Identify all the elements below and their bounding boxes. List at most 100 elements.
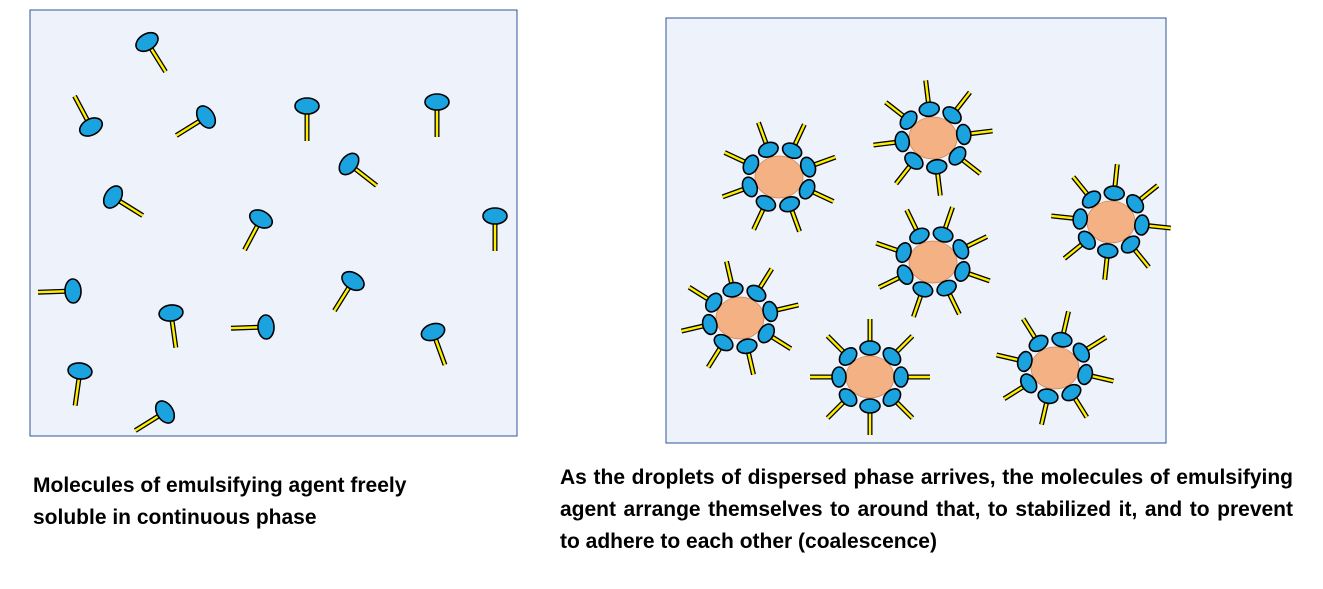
surfactant-molecule — [948, 146, 982, 176]
dispersed-phase-droplet — [754, 155, 804, 199]
hydrophilic-head — [1096, 243, 1119, 259]
dispersed-phase-droplet — [715, 296, 765, 340]
hydrophobic-tail — [134, 414, 160, 432]
free-molecules-group — [37, 31, 508, 433]
hydrophobic-tail — [812, 190, 834, 203]
hydrophilic-head — [154, 400, 176, 424]
droplets-group — [680, 80, 1171, 435]
surfactant-molecule — [825, 388, 858, 420]
hydrophilic-head — [341, 270, 365, 292]
surfactant-molecule — [721, 176, 759, 200]
panel-free-molecules — [29, 9, 518, 437]
hydrophilic-head — [954, 260, 971, 282]
hydrophilic-head — [831, 366, 847, 388]
surfactant-molecule — [102, 185, 145, 218]
hydrophobic-tail — [1090, 374, 1114, 383]
hydrophilic-head — [1077, 363, 1094, 386]
caption-stabilized-droplets: As the droplets of dispersed phase arriv… — [560, 466, 1293, 553]
hydrophobic-tail — [878, 276, 901, 289]
hydrophobic-tail — [1051, 214, 1075, 220]
hydrophilic-head — [896, 264, 914, 286]
surfactant-molecule — [1062, 230, 1097, 261]
surfactant-molecule — [736, 338, 758, 376]
hydrophobic-tail — [895, 400, 914, 419]
hydrophobic-tail — [793, 123, 806, 146]
surfactant-molecule — [746, 267, 774, 303]
hydrophobic-tail — [1072, 176, 1089, 196]
hydrophobic-tail — [936, 172, 942, 196]
hydrophilic-head — [882, 347, 902, 366]
hydrophilic-head — [78, 117, 104, 137]
surfactant-molecule — [1061, 383, 1089, 419]
hydrophobic-tail — [924, 80, 930, 104]
hydrophobic-tail — [943, 206, 954, 230]
surfactant-molecule — [894, 151, 924, 186]
surfactant-molecule — [424, 93, 450, 137]
hydrophilic-head — [736, 338, 758, 355]
hydrophilic-head — [893, 366, 909, 388]
surfactant-molecule — [338, 152, 379, 188]
hydrophobic-tail — [770, 335, 792, 350]
hydrophobic-tail — [1147, 224, 1171, 230]
hydrophobic-tail — [884, 101, 905, 118]
hydrophobic-tail — [996, 353, 1020, 362]
surfactant-molecule — [779, 196, 802, 233]
surfactant-molecule — [799, 154, 837, 178]
caption-free-molecules: Molecules of emulsifying agent freely so… — [33, 474, 407, 529]
hydrophobic-tail — [967, 272, 991, 283]
hydrophobic-tail — [1003, 385, 1025, 400]
hydrophilic-head — [948, 146, 967, 166]
surfactant-molecule — [230, 314, 275, 340]
hydrophobic-tail — [948, 292, 961, 315]
hydrophobic-tail — [826, 400, 845, 419]
hydrophilic-head — [294, 97, 320, 115]
stabilized-droplet — [680, 260, 800, 376]
surfactant-molecule — [882, 334, 915, 366]
hydrophilic-head — [1125, 194, 1145, 214]
hydrophobic-tail — [752, 208, 765, 231]
hydrophilic-head — [909, 227, 930, 245]
hydrophilic-head — [932, 226, 954, 243]
hydrophobic-tail — [1063, 243, 1084, 260]
surfactant-molecule — [294, 97, 320, 141]
hydrophilic-head — [67, 362, 93, 380]
surfactant-molecule — [687, 285, 723, 313]
hydrophilic-head — [158, 304, 184, 322]
hydrophilic-head — [713, 333, 734, 352]
hydrophobic-tail — [170, 319, 178, 348]
hydrophobic-tail — [724, 151, 746, 164]
surfactant-molecule — [877, 264, 914, 290]
hydrophilic-head — [1072, 208, 1089, 230]
hydrophilic-head — [701, 313, 718, 336]
hydrophobic-tail — [722, 187, 745, 198]
surfactant-molecule — [158, 304, 184, 349]
surfactant-molecule — [482, 207, 508, 251]
surfactant-molecule — [1021, 317, 1049, 353]
surfactant-molecule — [751, 194, 777, 231]
surfactant-molecule — [859, 319, 881, 356]
hydrophobic-tail — [1073, 397, 1088, 418]
dispersed-phase-droplet — [908, 116, 958, 160]
surfactant-molecule — [332, 270, 365, 313]
hydrophilic-head — [859, 340, 881, 356]
hydrophobic-tail — [688, 286, 710, 301]
hydrophobic-tail — [875, 241, 899, 252]
surfactant-molecule — [420, 322, 448, 366]
surfactant-molecule — [1133, 214, 1171, 236]
dispersed-phase-droplet — [1030, 346, 1080, 390]
surfactant-molecule — [810, 366, 847, 388]
hydrophobic-tail — [895, 335, 914, 354]
hydrophobic-tail — [895, 164, 912, 185]
surfactant-molecule — [911, 281, 934, 318]
hydrophobic-tail — [758, 268, 773, 289]
surfactant-molecule — [936, 279, 962, 316]
hydrophilic-head — [755, 194, 777, 212]
hydrophilic-head — [918, 101, 940, 118]
hydrophilic-head — [942, 106, 962, 125]
hydrophilic-head — [1133, 214, 1150, 236]
hydrophobic-tail — [961, 158, 982, 175]
hydrophobic-tail — [905, 209, 918, 232]
hydrophilic-head — [704, 292, 723, 313]
hydrophobic-tail — [353, 167, 378, 187]
